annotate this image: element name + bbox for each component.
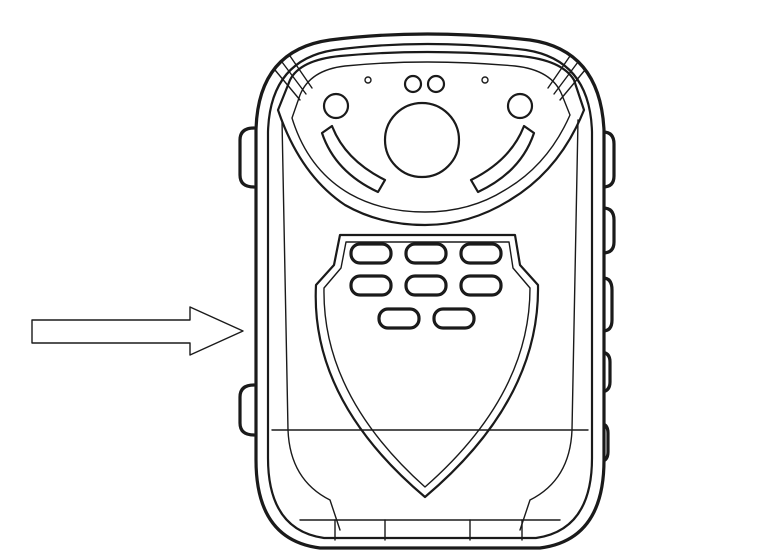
keypad-button: [349, 274, 393, 297]
left-side-button: [238, 126, 256, 189]
ir-light-icon: [506, 92, 534, 120]
microphone-icon: [481, 76, 489, 84]
microphone-icon: [364, 76, 372, 84]
right-side-button: [601, 206, 616, 255]
sensor-icon: [403, 74, 423, 94]
keypad-panel: [314, 233, 540, 499]
right-side-button: [601, 130, 616, 189]
keypad-button: [377, 307, 421, 330]
camera-lens-icon: [383, 101, 461, 179]
light-strip-icon: [469, 124, 536, 194]
sensor-icon: [426, 74, 446, 94]
arrow-right-icon: [31, 306, 244, 356]
camera-body: [254, 32, 606, 550]
camera-head: [274, 50, 586, 227]
keypad-button: [404, 274, 448, 297]
keypad-button: [432, 307, 476, 330]
keypad-button: [349, 242, 393, 265]
light-strip-icon: [320, 124, 387, 194]
ir-light-icon: [322, 92, 350, 120]
left-side-buttons: [238, 126, 256, 437]
keypad-button: [459, 242, 503, 265]
left-side-button: [238, 383, 256, 437]
keypad-button: [459, 274, 503, 297]
keypad-button: [404, 242, 448, 265]
